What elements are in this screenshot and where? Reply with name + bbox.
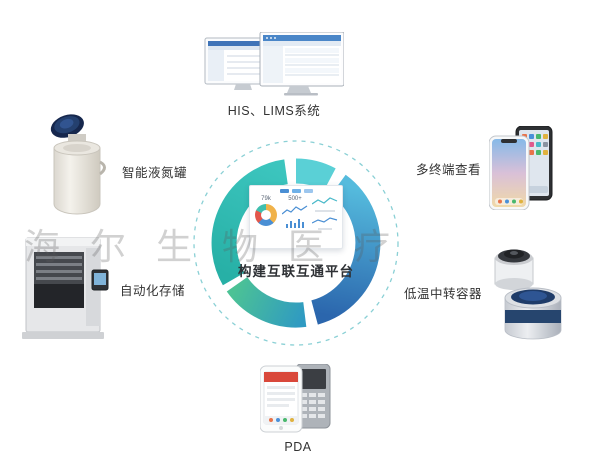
ring-segment-blue bbox=[310, 174, 381, 325]
tank-lid bbox=[50, 114, 84, 138]
ring-segment-teal bbox=[211, 159, 289, 286]
auto-storage-icon bbox=[22, 237, 109, 339]
text-placeholder-line bbox=[318, 227, 332, 230]
center-hub: 79k 500+ bbox=[186, 133, 406, 353]
ring-segment-cyan bbox=[295, 158, 336, 191]
monitor-front bbox=[259, 32, 344, 96]
dashboard-col-left: 79k bbox=[254, 196, 278, 230]
mini-sparkline-1 bbox=[312, 196, 338, 204]
ring-segment-green bbox=[226, 276, 307, 328]
nav-pill bbox=[291, 189, 301, 193]
pda-back-device bbox=[295, 364, 331, 429]
cryo-small-unit bbox=[494, 249, 534, 290]
nav-pill bbox=[303, 189, 313, 193]
dashed-border-circle bbox=[193, 140, 399, 346]
hub-title: 构建互联互通平台 bbox=[238, 264, 354, 279]
pda-icon bbox=[260, 364, 331, 433]
pda-front-device bbox=[260, 365, 303, 433]
label-pda: PDA bbox=[284, 440, 312, 454]
dashboard-col-right bbox=[312, 196, 338, 230]
mini-pie-chart bbox=[255, 203, 277, 226]
dashboard-body: 79k 500+ bbox=[254, 196, 338, 230]
label-auto-storage: 自动化存储 bbox=[120, 283, 186, 298]
mini-bar-chart bbox=[285, 218, 305, 228]
text-placeholder-line bbox=[315, 209, 335, 212]
node-pda: PDA bbox=[260, 364, 336, 454]
dashboard-nav bbox=[254, 189, 338, 193]
dashboard-stat-left: 79k bbox=[261, 195, 271, 202]
phones-icon bbox=[489, 126, 553, 210]
label-his-lims: HIS、LIMS系统 bbox=[227, 104, 321, 118]
dashboard-col-mid: 500+ bbox=[282, 196, 308, 230]
label-multi-terminal: 多终端查看 bbox=[416, 162, 482, 177]
pie-hole bbox=[261, 209, 271, 220]
phone-front bbox=[489, 135, 530, 210]
node-his-lims: HIS、LIMS系统 bbox=[204, 32, 344, 119]
cryo-large-unit bbox=[504, 287, 562, 340]
his-lims-monitors-icon bbox=[204, 32, 344, 96]
node-cryo-transfer: 低温中转容器 bbox=[404, 240, 571, 344]
nav-pill bbox=[279, 189, 289, 193]
ln2-tank-icon bbox=[50, 114, 106, 215]
mini-line-chart bbox=[282, 205, 308, 214]
label-cryo-transfer: 低温中转容器 bbox=[404, 286, 483, 301]
mini-sparkline-2 bbox=[312, 216, 338, 224]
dashboard-stat-right: 500+ bbox=[288, 195, 302, 202]
platform-ring-icon bbox=[193, 140, 399, 346]
node-ln2-tank: 智能液氮罐 bbox=[44, 112, 187, 216]
node-multi-terminal: 多终端查看 bbox=[416, 126, 553, 210]
node-auto-storage: 自动化存储 bbox=[22, 236, 185, 342]
dashboard-preview: 79k 500+ bbox=[249, 185, 343, 249]
label-ln2-tank: 智能液氮罐 bbox=[122, 165, 188, 180]
cryo-container-icon bbox=[494, 249, 562, 340]
